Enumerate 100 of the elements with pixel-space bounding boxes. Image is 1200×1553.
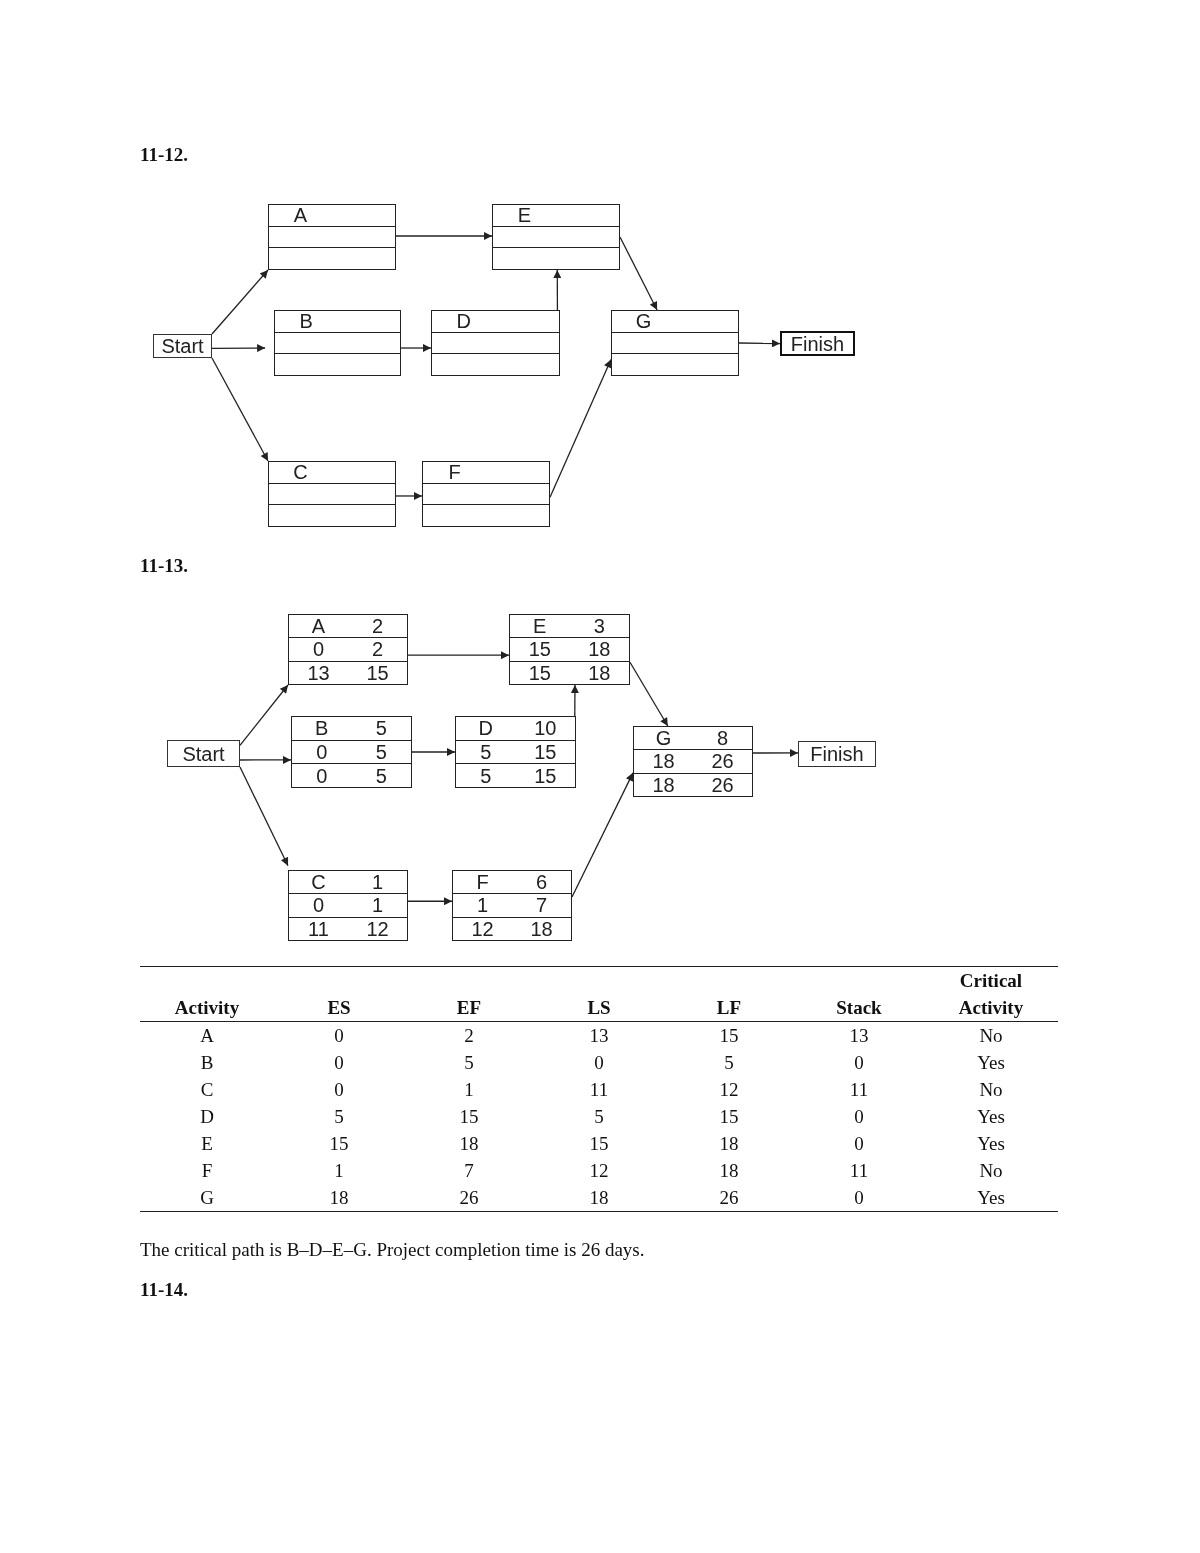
node-label: Finish — [810, 744, 864, 764]
activity-name: D — [200, 1107, 214, 1126]
table-value: 18 — [719, 1161, 739, 1180]
table-value: 12 — [719, 1080, 739, 1099]
activity-letter: A — [293, 205, 308, 226]
table-value: Yes — [977, 1134, 1005, 1153]
time-value: 15 — [366, 662, 389, 683]
time-value: 18 — [652, 774, 675, 795]
table-value: 5 — [594, 1107, 604, 1126]
arrow — [407, 897, 453, 906]
arrow — [400, 344, 432, 352]
activity-box — [455, 716, 576, 788]
node-label: Start — [182, 743, 225, 764]
node-label: Finish — [790, 333, 845, 354]
table-value: 1 — [334, 1161, 344, 1180]
activity-name: G — [200, 1188, 214, 1207]
table-value: 0 — [334, 1080, 344, 1099]
table-value: 13 — [849, 1026, 869, 1045]
activity-letter: G — [655, 728, 672, 749]
table-value: 15 — [589, 1134, 609, 1153]
activity-letter: B — [315, 718, 329, 739]
activity-name: F — [201, 1161, 213, 1180]
duration-value: 3 — [593, 616, 605, 637]
time-value: 26 — [711, 751, 734, 772]
activity-letter: D — [456, 311, 471, 332]
time-value: 15 — [528, 662, 551, 683]
column-header: LS — [587, 996, 611, 1020]
conclusion-sentence: The critical path is B–D–E–G. Project completion time is 26 days. — [140, 1239, 645, 1260]
arrow — [411, 748, 456, 756]
terminal-box — [780, 331, 855, 356]
table-value: 1 — [464, 1080, 474, 1099]
activity-box — [431, 310, 560, 376]
activity-letter: G — [635, 311, 652, 332]
time-value: 26 — [711, 774, 734, 795]
activity-box — [633, 726, 753, 797]
activity-letter: C — [293, 462, 308, 483]
time-value: 18 — [530, 918, 553, 939]
terminal-box — [153, 334, 212, 358]
activity-box — [291, 716, 412, 788]
table-value: 18 — [329, 1188, 349, 1207]
column-header: LF — [716, 996, 742, 1020]
activity-letter: B — [299, 311, 313, 332]
arrow — [211, 269, 269, 335]
time-value: 5 — [375, 742, 387, 762]
time-value: 5 — [480, 765, 492, 786]
activity-box — [611, 310, 739, 376]
time-value: 11 — [308, 918, 329, 939]
time-value: 5 — [375, 765, 387, 786]
table-value: 11 — [589, 1080, 609, 1099]
time-value: 5 — [480, 742, 492, 762]
table-value: 26 — [719, 1188, 739, 1207]
arrow — [752, 748, 799, 757]
time-value: 2 — [371, 639, 384, 660]
activity-name: A — [200, 1026, 214, 1045]
table-value: 0 — [334, 1026, 344, 1045]
activity-letter: E — [517, 205, 532, 226]
time-value: 18 — [652, 751, 675, 772]
duration-value: 5 — [375, 718, 387, 739]
table-value: 13 — [589, 1026, 609, 1045]
activity-box — [288, 614, 408, 685]
arrow — [239, 755, 292, 764]
duration-value: 6 — [535, 872, 548, 893]
activity-box — [288, 870, 408, 941]
table-value: 15 — [459, 1107, 479, 1126]
time-value: 7 — [535, 895, 548, 916]
activity-letter: E — [533, 616, 547, 637]
column-header: ES — [327, 996, 351, 1020]
table-value: No — [979, 1161, 1003, 1180]
time-value: 12 — [471, 918, 494, 939]
arrow — [239, 684, 289, 747]
arrow — [570, 684, 579, 717]
activity-box — [422, 461, 550, 527]
table-value: 18 — [719, 1134, 739, 1153]
activity-box — [509, 614, 630, 685]
arrow — [619, 236, 658, 311]
table-value: 15 — [719, 1107, 739, 1126]
time-value: 0 — [312, 895, 325, 916]
table-value: 0 — [854, 1053, 864, 1072]
activity-name: C — [200, 1080, 214, 1099]
table-value: 0 — [854, 1188, 864, 1207]
arrow — [407, 651, 510, 660]
table-value: 7 — [464, 1161, 474, 1180]
table-value: 5 — [334, 1107, 344, 1126]
activity-box — [452, 870, 572, 941]
time-value: 13 — [307, 662, 330, 683]
table-value: 0 — [854, 1134, 864, 1153]
table-value: 12 — [589, 1161, 609, 1180]
section-heading: 11-13. — [140, 555, 189, 576]
table-value: 5 — [724, 1053, 734, 1072]
table-value: 5 — [464, 1053, 474, 1072]
table-value: Yes — [977, 1188, 1005, 1207]
time-value: 18 — [588, 662, 611, 683]
section-heading: 11-14. — [140, 1279, 189, 1300]
arrow — [239, 766, 289, 867]
activity-name: B — [200, 1053, 214, 1072]
arrow — [553, 269, 562, 311]
time-value: 12 — [366, 918, 389, 939]
table-value: 26 — [459, 1188, 479, 1207]
column-header: Critical Activity — [958, 969, 1024, 1020]
arrow — [211, 357, 269, 462]
